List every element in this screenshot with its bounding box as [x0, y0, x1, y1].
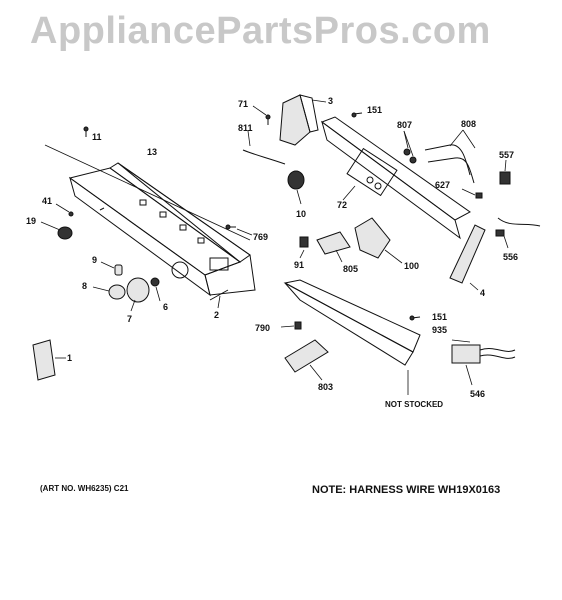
- label-part-6: 6: [163, 302, 168, 312]
- washers-part-807: [403, 130, 417, 164]
- harness-note: NOTE: HARNESS WIRE WH19X0163: [312, 484, 501, 496]
- end-cap-part-4: [449, 224, 486, 291]
- label-part-1: 1: [67, 353, 72, 363]
- dispenser-part-803: [284, 339, 329, 381]
- clip-part-790: [280, 321, 302, 330]
- label-part-557: 557: [499, 150, 514, 160]
- label-part-546: 546: [470, 389, 485, 399]
- knob-part-8: [92, 284, 126, 300]
- art-number: (ART NO. WH6235) C21: [40, 484, 129, 493]
- label-part-151-bottom: 151: [432, 312, 447, 322]
- label-part-2: 2: [214, 310, 219, 320]
- manual-part-1: [32, 339, 66, 381]
- label-part-811: 811: [238, 123, 253, 133]
- wire-part-556: [495, 217, 541, 249]
- clip-part-41: [55, 203, 74, 217]
- wire-harness-part-935: [451, 339, 471, 343]
- spring-part-6: [150, 277, 161, 302]
- timer-part-100: [354, 217, 403, 264]
- inlet-hose-part-808: [424, 129, 476, 184]
- label-part-807: 807: [397, 120, 412, 130]
- label-part-100: 100: [404, 261, 419, 271]
- label-part-803: 803: [318, 382, 333, 392]
- bracket-part-2: [209, 289, 229, 309]
- screw-part-769: [225, 224, 253, 236]
- panel-part-not-stocked: [283, 279, 421, 395]
- bracket-part-3: [279, 94, 327, 146]
- valve-part-557: [499, 159, 511, 185]
- label-part-769: 769: [253, 232, 268, 242]
- label-part-808: 808: [461, 119, 476, 129]
- label-part-10: 10: [296, 209, 306, 219]
- label-part-13: 13: [147, 147, 157, 157]
- hose-part-811: [242, 130, 286, 165]
- label-part-556: 556: [503, 252, 518, 262]
- label-part-41: 41: [42, 196, 52, 206]
- label-part-935: 935: [432, 325, 447, 335]
- wire-harness-part-546: [451, 344, 516, 386]
- label-part-151-top: 151: [367, 105, 382, 115]
- label-part-72: 72: [337, 200, 347, 210]
- label-part-91: 91: [294, 260, 304, 270]
- label-part-3: 3: [328, 96, 333, 106]
- label-part-4: 4: [480, 288, 485, 298]
- label-part-9: 9: [92, 255, 97, 265]
- label-part-627: 627: [435, 180, 450, 190]
- label-part-7: 7: [127, 314, 132, 324]
- label-part-19: 19: [26, 216, 36, 226]
- switch-part-805: [316, 231, 351, 263]
- label-part-71: 71: [238, 99, 248, 109]
- label-not-stocked: NOT STOCKED: [385, 400, 443, 409]
- pressure-switch-part-10: [287, 170, 305, 205]
- label-part-8: 8: [82, 281, 87, 291]
- watermark: AppliancePartsPros.com: [30, 10, 491, 52]
- backsplash-part-72: [320, 116, 471, 240]
- label-part-11: 11: [92, 132, 102, 142]
- label-part-805: 805: [343, 264, 358, 274]
- screw-part-11: [83, 126, 89, 137]
- control-panel-part-13: [44, 144, 256, 297]
- connector-part-91: [299, 236, 309, 259]
- plug-part-627: [461, 188, 483, 199]
- button-part-9: [100, 261, 123, 276]
- screw-part-151-bottom: [409, 315, 421, 321]
- label-part-790: 790: [255, 323, 270, 333]
- screw-part-151-top: [351, 112, 363, 118]
- knob-part-19: [40, 221, 73, 240]
- timer-knob-part-7: [126, 277, 150, 312]
- screw-part-71: [252, 105, 271, 125]
